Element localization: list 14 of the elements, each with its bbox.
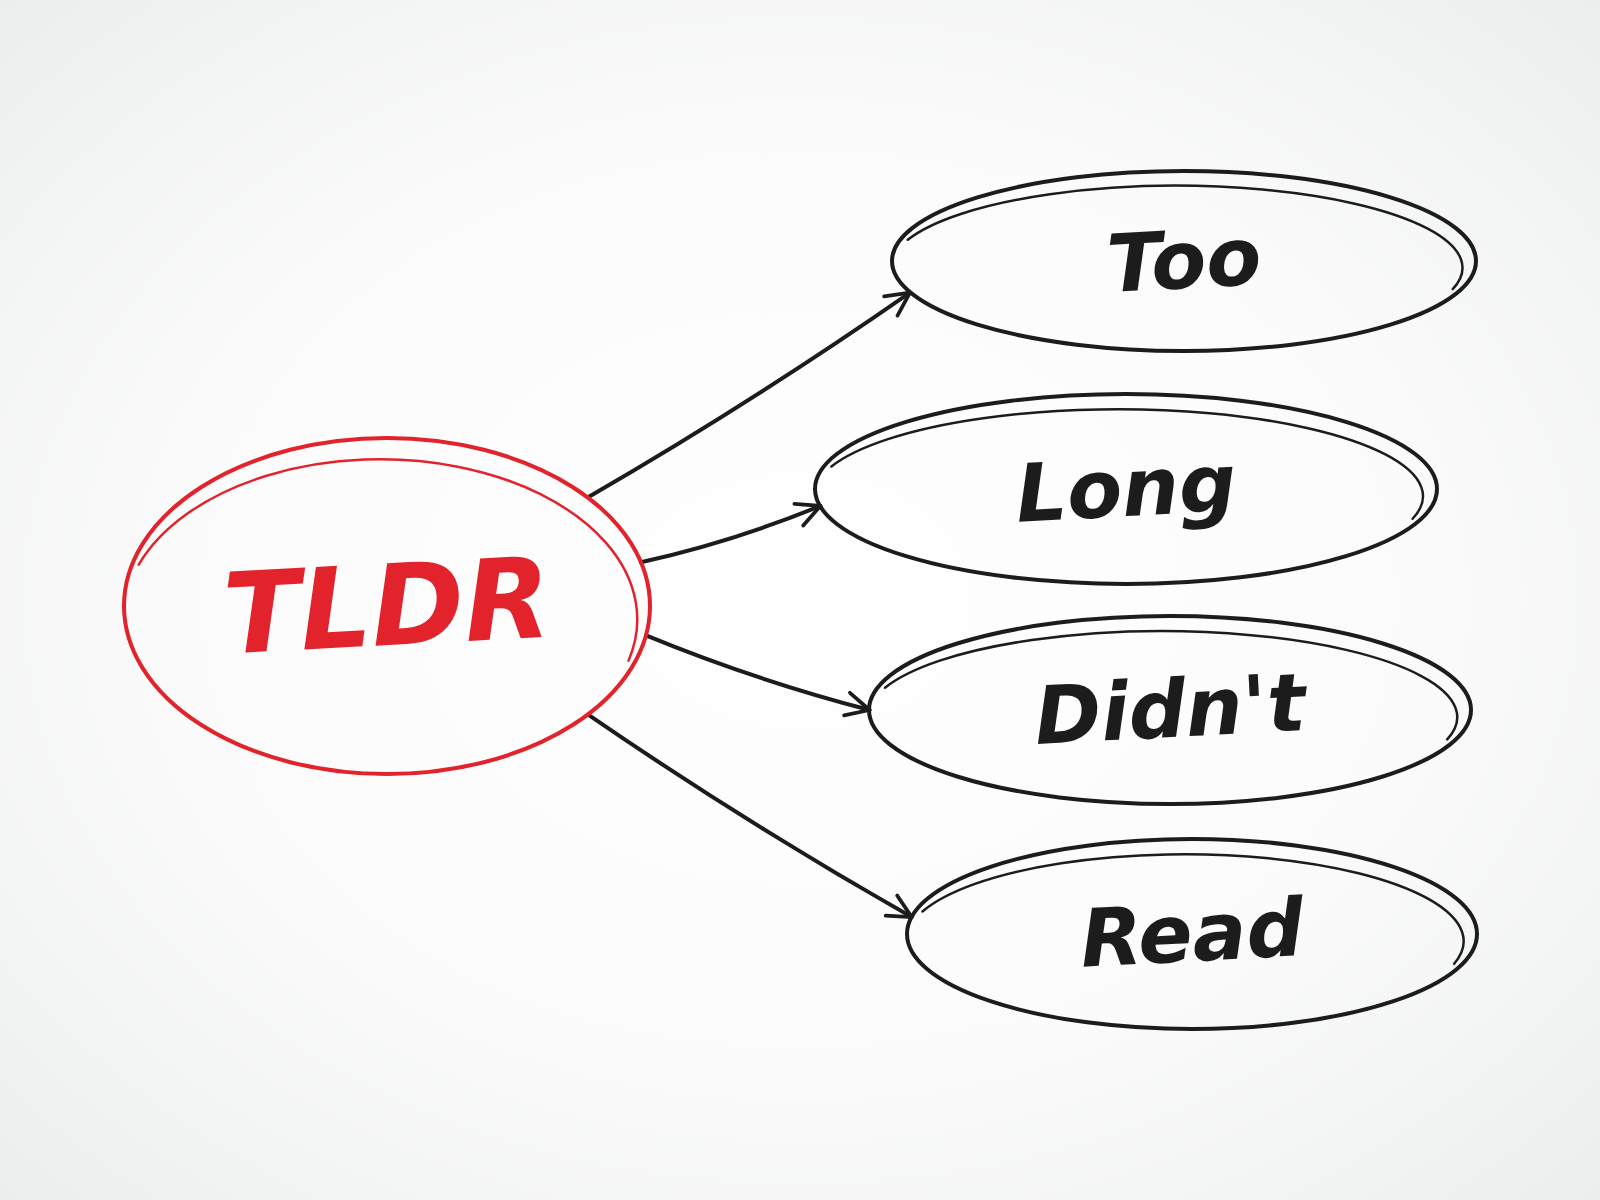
oval-node — [811, 390, 1441, 588]
oval-node — [120, 434, 654, 778]
node-label: Read — [1078, 888, 1306, 980]
arrow — [644, 633, 872, 718]
node-label: Long — [1014, 443, 1238, 535]
node-label: Too — [1104, 217, 1264, 305]
oval-node — [865, 612, 1475, 808]
oval-node — [903, 835, 1481, 1033]
arrow — [586, 290, 912, 500]
node-label: TLDR — [220, 541, 554, 671]
arrow — [586, 712, 914, 920]
oval-node — [888, 167, 1480, 355]
node-label: Didn't — [1032, 662, 1308, 758]
arrow — [639, 501, 823, 565]
